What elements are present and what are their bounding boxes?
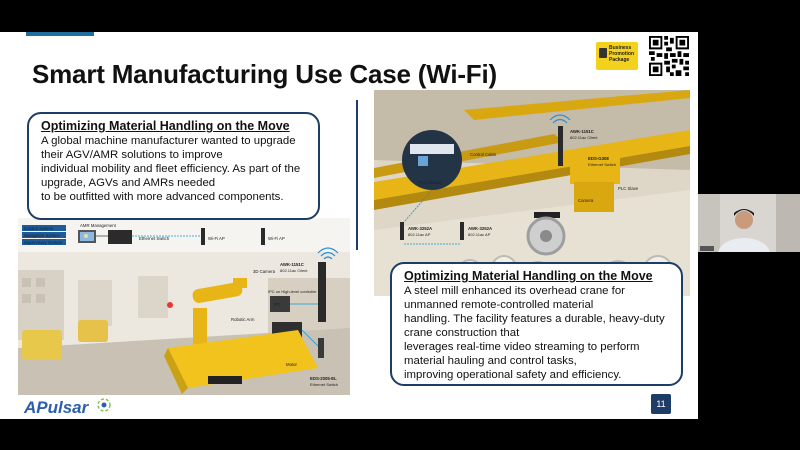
client-desc-label: 802.11ac Client [280,268,308,273]
switch-desc-label: Ethernet Switch [310,382,338,387]
ipc-high-label: IPC on High-level controller [268,289,317,294]
ap1-model-label: AWK-3252A [408,226,432,231]
system-label: Navigation System [24,233,60,238]
brand-swirl-icon [97,398,111,412]
qr-code-icon [649,36,689,76]
ap1-desc-label: 802.11ac AP [408,232,431,237]
left-case-line: to be outfitted with more advanced compo… [41,191,284,203]
left-case-line: their AGV/AMR solutions to improve [41,149,223,161]
ipc-label: IPC [274,302,281,307]
client-model-label: AWK-1151C [280,262,304,267]
slide-title: Smart Manufacturing Use Case (Wi-Fi) [32,59,497,89]
wifi-ap-label: Wi-Fi AP [268,236,285,241]
crane-client-model-label: AWK-1151C [570,129,594,134]
system-label: Supervisory System [24,240,63,245]
amr-management-label: AMR Management [80,223,117,228]
promotion-badge: Business Promotion Package [596,42,638,70]
left-case-line: upgrade, AGVs and AMRs needed [41,177,216,189]
switch-model-label: EDS-2005-EL [310,376,337,381]
agv-factory-diagram: Control System Navigation System Supervi… [18,218,350,395]
right-case-line: unmanned remote-controlled material [404,299,594,311]
left-case-textbox: Optimizing Material Handling on the Move… [27,112,320,220]
crane-client-desc-label: 802.11ac Client [570,135,598,140]
right-case-textbox: Optimizing Material Handling on the Move… [390,262,683,386]
plc-master-label: PLC Master [419,180,442,185]
lidar-label: LiDAR sensor [211,378,236,383]
system-label: Control System [24,226,54,231]
control-cabin-label: Control Cabin [470,152,497,157]
crane-switch-desc-label: Ethernet Switch [588,162,616,167]
top-accent-bar [26,32,94,36]
camera-label: 3D Camera [253,269,276,274]
right-case-heading: Optimizing Material Handling on the Move [404,269,653,283]
right-case-line: leverages real-time video streaming to p… [404,341,640,353]
plc-slave-label: PLC Slave [618,186,639,191]
wifi-ap-label: Wi-Fi AP [208,236,225,241]
left-case-line: A global machine manufacturer wanted to … [41,135,296,147]
presentation-slide: Smart Manufacturing Use Case (Wi-Fi) Bus… [0,32,698,419]
right-case-line: improving operational safety and efficie… [404,369,622,381]
right-case-line: handling. The facility features a durabl… [404,313,665,325]
brand-logo: APulsar [24,398,89,417]
participant-video-thumbnail[interactable] [698,194,800,252]
crane-camera-label: Camera [578,198,594,203]
right-case-line: A steel mill enhanced its overhead crane… [404,285,625,297]
right-case-line: crane construction that [404,327,520,339]
column-divider [356,100,358,250]
badge-text: Business Promotion Package [609,45,634,63]
page-number: 11 [651,394,671,414]
motor-label: Motor [286,362,298,367]
ethernet-switch-label: Ethernet Switch [139,236,170,241]
robotic-arm-label: Robotic Arm [231,317,255,322]
crane-switch-model-label: EDS-G308 [588,156,609,161]
right-case-line: material hauling and control tasks, [404,355,577,367]
left-case-line: individual mobility and fleet efficiency… [41,163,301,175]
badge-logo [599,48,607,58]
ap2-model-label: AWK-3252A [468,226,492,231]
left-case-heading: Optimizing Material Handling on the Move [41,119,290,133]
ap2-desc-label: 802.11ac AP [468,232,491,237]
